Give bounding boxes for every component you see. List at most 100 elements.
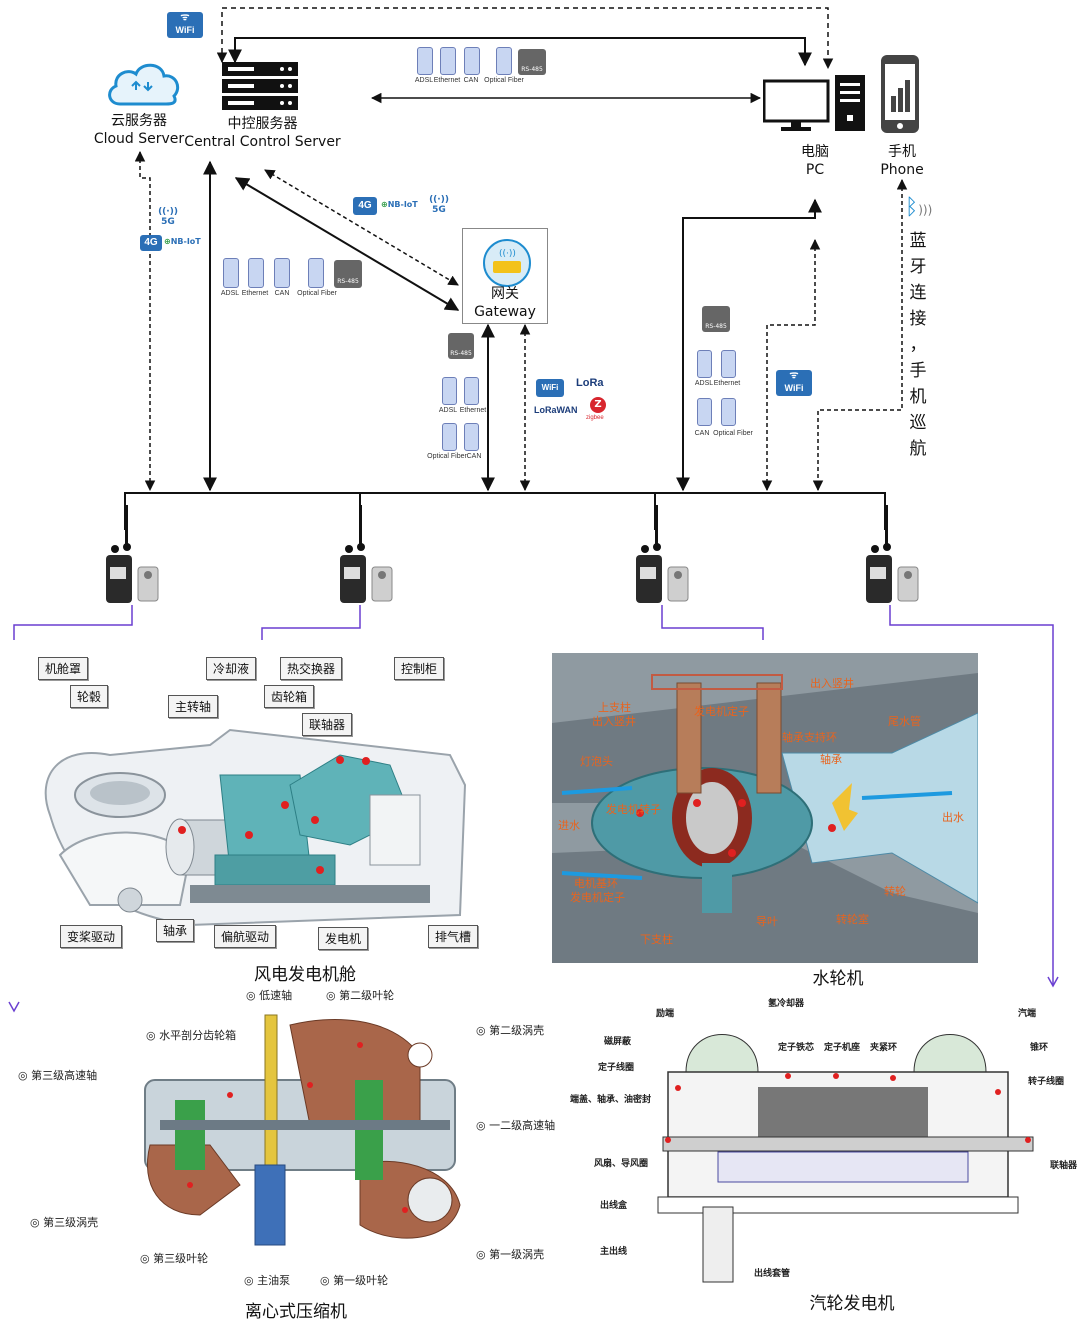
wireless-protocols-gateway: WiFi LoRa LoRaWAN Z zigbee	[532, 375, 612, 425]
adsl-modem-icon	[697, 350, 712, 378]
comp-label-stage12-shaft: ◎ 一二级高速轴	[476, 1117, 555, 1133]
wifi-badge: WiFi	[536, 379, 564, 397]
turbo-label-clamp-ring: 夹紧环	[870, 1040, 897, 1053]
hydro-label-shaft-2: 出入竖井	[592, 713, 636, 729]
hydro-label-lower-pillar: 下支柱	[640, 931, 673, 947]
comp-label-stage1-volute: ◎ 第一级涡壳	[476, 1246, 544, 1262]
vibration-sensor-2	[338, 505, 398, 609]
turbo-label-exciter-end: 励端	[656, 1006, 674, 1019]
wifi-5g-icon: ((·))5G	[158, 207, 178, 227]
comp-label-stage3-shaft: ◎ 第三级高速轴	[18, 1067, 97, 1083]
turbo-label-hydrogen-cooler: 氢冷却器	[768, 996, 804, 1009]
can-label: CAN	[272, 290, 292, 297]
link-type-group-left: RS-485 ADSL Ethernet CAN Optical Fiber	[218, 258, 368, 302]
optical-modem-icon	[308, 258, 324, 288]
wind-label-gearbox: 齿轮箱	[264, 685, 314, 708]
comp-label-stage2-volute: ◎ 第二级涡壳	[476, 1022, 544, 1038]
ethernet-modem-icon	[440, 47, 456, 75]
hydro-label-shaft: 出入竖井	[810, 675, 854, 691]
bluetooth-note: 蓝 牙 连 接 ， 手 机 巡 航	[908, 228, 928, 462]
comp-label-stage1-impeller: ◎ 第一级叶轮	[320, 1272, 388, 1288]
hydro-label-runner: 转轮	[884, 883, 906, 899]
wind-nacelle-figure: 机舱罩 轮毂 冷却液 主转轴 齿轮箱 热交换器 联轴器 控制柜 变桨驱动 轴承 …	[30, 655, 500, 955]
optical-label: Optical Fiber	[710, 430, 756, 437]
comp-label-gearbox: ◎ 水平剖分齿轮箱	[146, 1027, 236, 1043]
can-modem-icon	[274, 258, 290, 288]
turbo-label-terminal-box: 出线盒	[600, 1198, 627, 1211]
hydro-label-guide-vane: 导叶	[756, 913, 778, 929]
wind-label-generator: 发电机	[318, 927, 368, 950]
comp-label-stage2-impeller: ◎ 第二级叶轮	[326, 987, 394, 1003]
adsl-label: ADSL	[218, 290, 242, 297]
5g-icon-mid: ((·))5G	[429, 195, 449, 215]
optical-label: Optical Fiber	[294, 290, 340, 297]
can-modem-icon	[464, 423, 479, 451]
hydro-label-support-ring: 轴承支持环	[782, 729, 837, 745]
hydro-label-bulb: 灯泡头	[580, 753, 613, 769]
comp-label-oil-pump: ◎ 主油泵	[244, 1272, 290, 1288]
optical-modem-icon	[721, 398, 736, 426]
ethernet-label: Ethernet	[240, 290, 270, 297]
link-type-group-gateway: RS-485 ADSL Ethernet Optical Fiber CAN	[424, 333, 494, 463]
nbiot-badge-mid: ⊕NB-IoT	[381, 200, 418, 209]
hydro-label-inlet: 进水	[558, 817, 580, 833]
wind-label-yaw-drive: 偏航驱动	[214, 925, 276, 948]
wind-label-control-cabinet: 控制柜	[394, 657, 444, 680]
turbo-label-fan: 风扇、导风圈	[594, 1156, 648, 1169]
rs485-hub-icon: RS-485	[448, 333, 474, 359]
ethernet-modem-icon	[721, 350, 736, 378]
nbiot-badge: ⊕NB-IoT	[164, 237, 201, 246]
pc-icon	[763, 75, 867, 137]
turbo-label-end-cover: 端盖、轴承、油密封	[570, 1092, 651, 1105]
zigbee-label: zigbee	[586, 415, 604, 421]
can-modem-icon	[464, 47, 480, 75]
rs485-hub-icon: RS-485	[518, 49, 546, 75]
adsl-modem-icon	[417, 47, 433, 75]
hydro-label-stator: 发电机定子	[694, 703, 749, 719]
compressor-title: 离心式压缩机	[196, 1297, 396, 1322]
lorawan-logo: LoRaWAN	[534, 405, 578, 415]
hydro-label-rotor: 发电机转子	[606, 801, 661, 817]
hydro-title: 水轮机	[738, 964, 938, 989]
compressor-figure: ◎ 低速轴 ◎ 第二级叶轮 ◎ 水平剖分齿轮箱 ◎ 第二级涡壳 ◎ 第三级高速轴…	[10, 985, 570, 1290]
adsl-label: ADSL	[436, 407, 460, 414]
turbo-label-main-lead: 主出线	[600, 1244, 627, 1257]
turbo-label-magnetic-shield: 磁屏蔽	[604, 1034, 631, 1047]
can-label: CAN	[461, 77, 481, 84]
wind-label-cover: 机舱罩	[38, 657, 88, 680]
hydro-label-bearing: 轴承	[820, 751, 842, 767]
router-icon: ((·))	[483, 239, 531, 287]
wind-title: 风电发电机舱	[200, 960, 410, 985]
turbo-label-turbine-end: 汽端	[1018, 1006, 1036, 1019]
wind-label-coupling: 联轴器	[302, 713, 352, 736]
hydro-label-outlet: 出水	[942, 809, 964, 825]
wireless-badges-left: ((·))5G 4G ⊕NB-IoT	[140, 207, 210, 253]
optical-label: Optical Fiber	[482, 77, 526, 84]
wireless-badges-mid: 4G ⊕NB-IoT ((·))5G	[353, 195, 453, 225]
wind-label-bearing: 轴承	[156, 919, 194, 942]
wifi-badge-pc: ᯤWiFi	[776, 370, 812, 396]
comp-label-stage3-volute: ◎ 第三级涡壳	[30, 1214, 98, 1230]
can-modem-icon	[697, 398, 712, 426]
turbo-title: 汽轮发电机	[752, 1289, 952, 1314]
link-type-group-top: RS-485 ADSL Ethernet CAN Optical Fiber	[412, 47, 552, 89]
vibration-sensor-1	[104, 505, 164, 609]
turbo-label-stator-core: 定子铁芯	[778, 1040, 814, 1053]
zigbee-logo: Z	[590, 397, 606, 413]
comp-label-stage3-impeller: ◎ 第三级叶轮	[140, 1250, 208, 1266]
turbo-label-bushing: 出线套管	[754, 1266, 790, 1279]
cloud-icon	[104, 60, 182, 110]
lora-logo: LoRa	[576, 377, 604, 389]
turbo-generator-figure: 励端 氢冷却器 汽端 磁屏蔽 定子铁芯 定子机座 夹紧环 锥环 定子线圈 转子线…	[568, 992, 1078, 1288]
adsl-modem-icon	[442, 377, 457, 405]
optical-modem-icon	[442, 423, 457, 451]
rs485-hub-icon: RS-485	[702, 306, 730, 332]
server-rack-icon	[222, 62, 298, 114]
ethernet-label: Ethernet	[712, 380, 742, 387]
ethernet-label: Ethernet	[432, 77, 462, 84]
turbo-label-rotor-coil: 转子线圈	[1028, 1074, 1064, 1087]
phone-icon	[880, 54, 920, 138]
